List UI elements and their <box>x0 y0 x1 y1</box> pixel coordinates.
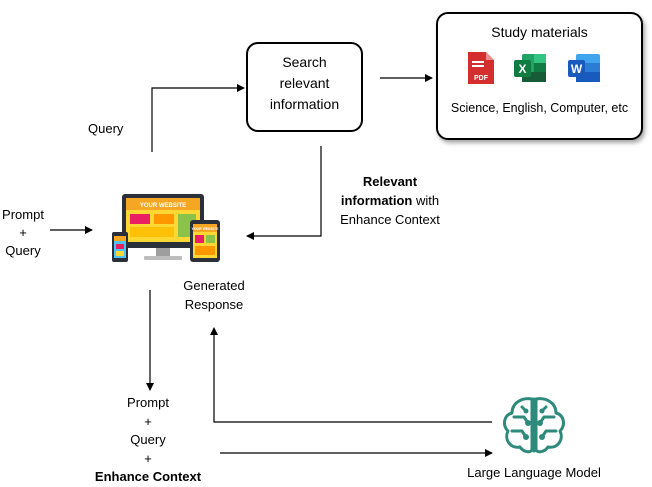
generated-response-line1: Generated <box>183 278 245 293</box>
desktop-website-text: YOUR WEBSITE <box>140 203 186 209</box>
generated-response-line2: Response <box>184 297 244 312</box>
search-box-line1: Search <box>282 54 327 70</box>
study-materials-title: Study materials <box>491 24 588 40</box>
bottom-prompt-line1: Prompt <box>127 395 169 410</box>
bottom-prompt-line3: Query <box>130 432 166 447</box>
search-box-line3: information <box>269 96 340 112</box>
study-materials-subjects: Science, English, Computer, etc <box>450 101 629 115</box>
prompt-input-line3: Query <box>5 243 41 258</box>
prompt-input-line2: + <box>19 225 27 240</box>
pdf-icon-label: PDF <box>474 75 489 82</box>
excel-icon: X <box>514 54 546 82</box>
relevant-tail-line2: with <box>412 193 440 208</box>
bottom-prompt-block: Prompt + Query + Enhance Context <box>92 394 204 487</box>
prompt-input-line1: Prompt <box>2 207 44 222</box>
bottom-prompt-line4: + <box>144 450 152 466</box>
relevant-bold-line2: information <box>340 193 413 208</box>
word-icon-label: W <box>571 62 583 76</box>
excel-icon-label: X <box>518 62 526 76</box>
word-icon: W <box>568 54 600 82</box>
search-relevant-information-box: Search relevant information <box>246 42 363 132</box>
neural-brain-icon <box>503 397 565 454</box>
arrow-llm-to-response <box>210 327 492 423</box>
bottom-prompt-line2: + <box>144 413 152 429</box>
responsive-website-illustration: YOUR WEBSITE YOUR WEBSITE <box>112 194 220 262</box>
arrow-query-to-search <box>151 84 245 152</box>
relevant-line3: Enhance Context <box>340 212 440 227</box>
arrow-search-to-app <box>246 146 322 240</box>
study-materials-box: Study materials PDF X W Science, English… <box>436 12 643 140</box>
bottom-prompt-line5: Enhance Context <box>94 469 202 484</box>
llm-label: Large Language Model <box>467 465 601 480</box>
relevant-information-label: Relevant information with Enhance Contex… <box>330 172 450 229</box>
generated-response-label: Generated Response <box>172 276 256 314</box>
search-box-line2: relevant <box>279 75 330 91</box>
relevant-bold-line1: Relevant <box>362 174 418 189</box>
query-label: Query <box>88 121 124 136</box>
prompt-query-input: Prompt + Query <box>0 206 46 260</box>
tablet-website-text: YOUR WEBSITE <box>191 227 219 231</box>
pdf-icon: PDF <box>468 52 494 84</box>
